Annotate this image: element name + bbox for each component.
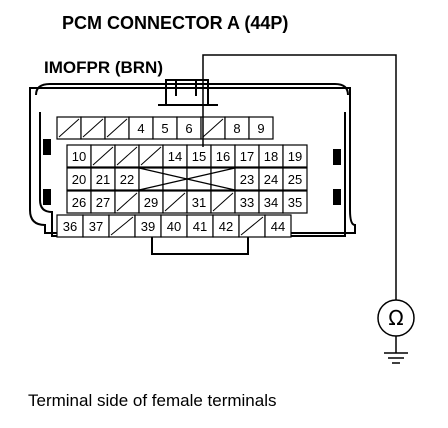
blank-slash <box>202 118 224 138</box>
pin-cell-9 <box>248 116 274 140</box>
wire-label: IMOFPR (BRN) <box>44 58 163 77</box>
pin-label-8: 8 <box>233 121 240 136</box>
pin-label-17: 17 <box>240 149 254 164</box>
pin-label-35: 35 <box>288 195 302 210</box>
connector-housing <box>29 79 356 255</box>
pin-label-9: 9 <box>257 121 264 136</box>
blank-slash <box>92 146 114 166</box>
pin-cell-19 <box>282 144 308 168</box>
pin-label-37: 37 <box>89 219 103 234</box>
pin-label-23: 23 <box>240 172 254 187</box>
pin-label-22: 22 <box>120 172 134 187</box>
blank-slash <box>164 192 186 212</box>
ground-icon <box>384 336 408 364</box>
ohmmeter-icon: Ω <box>377 299 415 337</box>
blank-slash <box>140 146 162 166</box>
blank-slash <box>212 192 234 212</box>
pin-label-15: 15 <box>192 149 206 164</box>
pin-label-24: 24 <box>264 172 278 187</box>
pin-label-20: 20 <box>72 172 86 187</box>
blank-slash <box>110 216 134 236</box>
caption: Terminal side of female terminals <box>28 391 276 410</box>
pin-label-18: 18 <box>264 149 278 164</box>
blank-slash <box>116 192 138 212</box>
blank-block-cross <box>138 167 236 191</box>
ohm-symbol: Ω <box>388 306 403 330</box>
pin-label-44: 44 <box>271 219 285 234</box>
pin-label-29: 29 <box>144 195 158 210</box>
empty-pin-cell <box>186 167 212 191</box>
pin-cell-35 <box>282 190 308 214</box>
pin-label-10: 10 <box>72 149 86 164</box>
pin-label-31: 31 <box>192 195 206 210</box>
pin-label-16: 16 <box>216 149 230 164</box>
blank-slash <box>106 118 128 138</box>
pin-label-36: 36 <box>63 219 77 234</box>
pin-label-26: 26 <box>72 195 86 210</box>
pin-label-33: 33 <box>240 195 254 210</box>
pin-label-5: 5 <box>161 121 168 136</box>
pin-cell-25 <box>282 167 308 191</box>
pin-cell-44 <box>264 214 292 238</box>
pin-label-34: 34 <box>264 195 278 210</box>
pin-label-19: 19 <box>288 149 302 164</box>
blank-slash <box>240 216 264 236</box>
pin-label-40: 40 <box>167 219 181 234</box>
pin-grid: 4 5 6 8 9 10 14 15 16 17 18 19 20 21 22 23 24 25 26 27 29 31 3… <box>56 116 308 238</box>
empty-pin-cell <box>162 167 188 191</box>
pin-label-4: 4 <box>137 121 144 136</box>
pin-label-25: 25 <box>288 172 302 187</box>
diagram-title: PCM CONNECTOR A (44P) <box>62 13 288 33</box>
pin-label-6: 6 <box>185 121 192 136</box>
pin-label-41: 41 <box>193 219 207 234</box>
pin-label-21: 21 <box>96 172 110 187</box>
pin-label-39: 39 <box>141 219 155 234</box>
blank-slash <box>58 118 80 138</box>
test-lead-wire <box>202 54 397 300</box>
pin-label-27: 27 <box>96 195 110 210</box>
blank-slash <box>82 118 104 138</box>
pin-label-14: 14 <box>168 149 182 164</box>
blank-slash <box>116 146 138 166</box>
pin-label-42: 42 <box>219 219 233 234</box>
